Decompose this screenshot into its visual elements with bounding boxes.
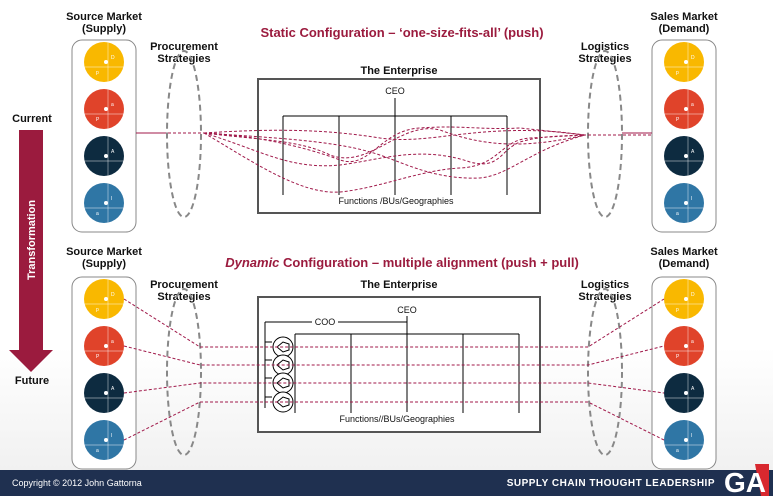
- svg-text:a: a: [676, 211, 679, 217]
- market-segment-circle: Dp: [84, 279, 124, 319]
- bottom-functions-label: Functions//BUs/Geographies: [339, 414, 455, 424]
- svg-text:I: I: [111, 196, 112, 202]
- logistics-ellipse: [587, 50, 623, 218]
- svg-text:a: a: [691, 339, 694, 345]
- logistics-strategies-label: Logistics: [581, 279, 629, 291]
- bottom-ceo-label: CEO: [397, 305, 417, 315]
- sales-market-label: (Demand): [659, 258, 710, 270]
- top-enterprise-label: The Enterprise: [360, 65, 437, 77]
- market-segment-circle: Ia: [664, 183, 704, 223]
- svg-text:I: I: [691, 433, 692, 439]
- alignment-gear-icon: [265, 391, 294, 413]
- bottom-enterprise: The Enterprise CEO COO Functions//BUs/Ge…: [257, 279, 541, 433]
- coo-label: COO: [315, 317, 336, 327]
- svg-text:P: P: [96, 117, 100, 123]
- svg-text:A: A: [111, 149, 115, 155]
- ga-logo: GA: [725, 464, 769, 496]
- source-market-label: (Supply): [82, 258, 126, 270]
- top-ceo-label: CEO: [385, 86, 405, 96]
- copyright: Copyright © 2012 John Gattorna: [12, 478, 142, 488]
- market-segment-circle: Ia: [84, 183, 124, 223]
- market-segment-circle: A: [84, 136, 124, 176]
- procurement-strategies-label: Procurement: [150, 279, 218, 291]
- sales-market-label: (Demand): [659, 23, 710, 35]
- svg-text:A: A: [111, 386, 115, 392]
- tagline: SUPPLY CHAIN THOUGHT LEADERSHIP: [506, 478, 715, 489]
- svg-text:a: a: [111, 339, 114, 345]
- market-segment-circle: Ia: [664, 420, 704, 460]
- svg-text:p: p: [96, 70, 99, 76]
- alignment-line: [123, 382, 665, 394]
- svg-text:A: A: [691, 149, 695, 155]
- procurement-strategies-label: Strategies: [157, 291, 210, 303]
- market-segment-circle: A: [84, 373, 124, 413]
- svg-text:D: D: [691, 55, 695, 61]
- market-segment-circle: aP: [664, 326, 704, 366]
- svg-text:p: p: [96, 307, 99, 313]
- logistics-ellipse: [587, 288, 623, 456]
- top-functions-label: Functions /BUs/Geographies: [338, 196, 454, 206]
- source-market-label: Source Market: [66, 246, 142, 258]
- market-segment-circle: Dp: [664, 42, 704, 82]
- svg-text:D: D: [111, 292, 115, 298]
- bottom-enterprise-label: The Enterprise: [360, 279, 437, 291]
- svg-text:GA: GA: [725, 467, 766, 496]
- svg-text:p: p: [676, 70, 679, 76]
- top-flow-lines: [138, 126, 652, 193]
- svg-text:a: a: [676, 448, 679, 454]
- procurement-ellipse: [166, 288, 202, 456]
- logistics-strategies-label: Strategies: [578, 291, 631, 303]
- source-market-label: (Supply): [82, 23, 126, 35]
- alignment-line: [123, 298, 665, 348]
- transformation-label: Transformation: [26, 200, 38, 280]
- svg-text:D: D: [691, 292, 695, 298]
- procurement-strategies-label: Strategies: [157, 53, 210, 65]
- market-segment-circle: aP: [84, 326, 124, 366]
- market-segment-circle: Dp: [664, 279, 704, 319]
- procurement-ellipse: [166, 50, 202, 218]
- svg-text:a: a: [96, 211, 99, 217]
- future-label: Future: [15, 375, 49, 387]
- market-segment-circle: Dp: [84, 42, 124, 82]
- market-segment-circle: aP: [84, 89, 124, 129]
- bottom-title: Dynamic Configuration – multiple alignme…: [225, 255, 579, 270]
- bottom-flow-lines: [123, 298, 665, 441]
- logistics-strategies-label: Strategies: [578, 53, 631, 65]
- footer: Copyright © 2012 John Gattorna SUPPLY CH…: [0, 464, 773, 496]
- svg-text:a: a: [111, 102, 114, 108]
- svg-text:p: p: [676, 307, 679, 313]
- transformation-arrow: Transformation: [9, 130, 53, 372]
- top-title: Static Configuration – ‘one-size-fits-al…: [260, 25, 543, 40]
- source-market-label: Source Market: [66, 11, 142, 23]
- current-label: Current: [12, 113, 52, 125]
- market-segment-circle: aP: [664, 89, 704, 129]
- svg-text:P: P: [676, 117, 680, 123]
- market-segment-circle: A: [664, 373, 704, 413]
- diagram: Static Configuration – ‘one-size-fits-al…: [9, 11, 718, 470]
- market-segment-circle: Ia: [84, 420, 124, 460]
- svg-text:D: D: [111, 55, 115, 61]
- sales-market-label: Sales Market: [650, 11, 718, 23]
- logistics-strategies-label: Logistics: [581, 41, 629, 53]
- market-segment-circle: A: [664, 136, 704, 176]
- alignment-line: [123, 401, 665, 441]
- svg-text:I: I: [691, 196, 692, 202]
- svg-text:a: a: [96, 448, 99, 454]
- svg-text:P: P: [676, 354, 680, 360]
- procurement-strategies-label: Procurement: [150, 41, 218, 53]
- sales-market-label: Sales Market: [650, 246, 718, 258]
- alignment-line: [123, 345, 665, 366]
- svg-text:I: I: [111, 433, 112, 439]
- svg-text:A: A: [691, 386, 695, 392]
- svg-text:a: a: [691, 102, 694, 108]
- svg-text:P: P: [96, 354, 100, 360]
